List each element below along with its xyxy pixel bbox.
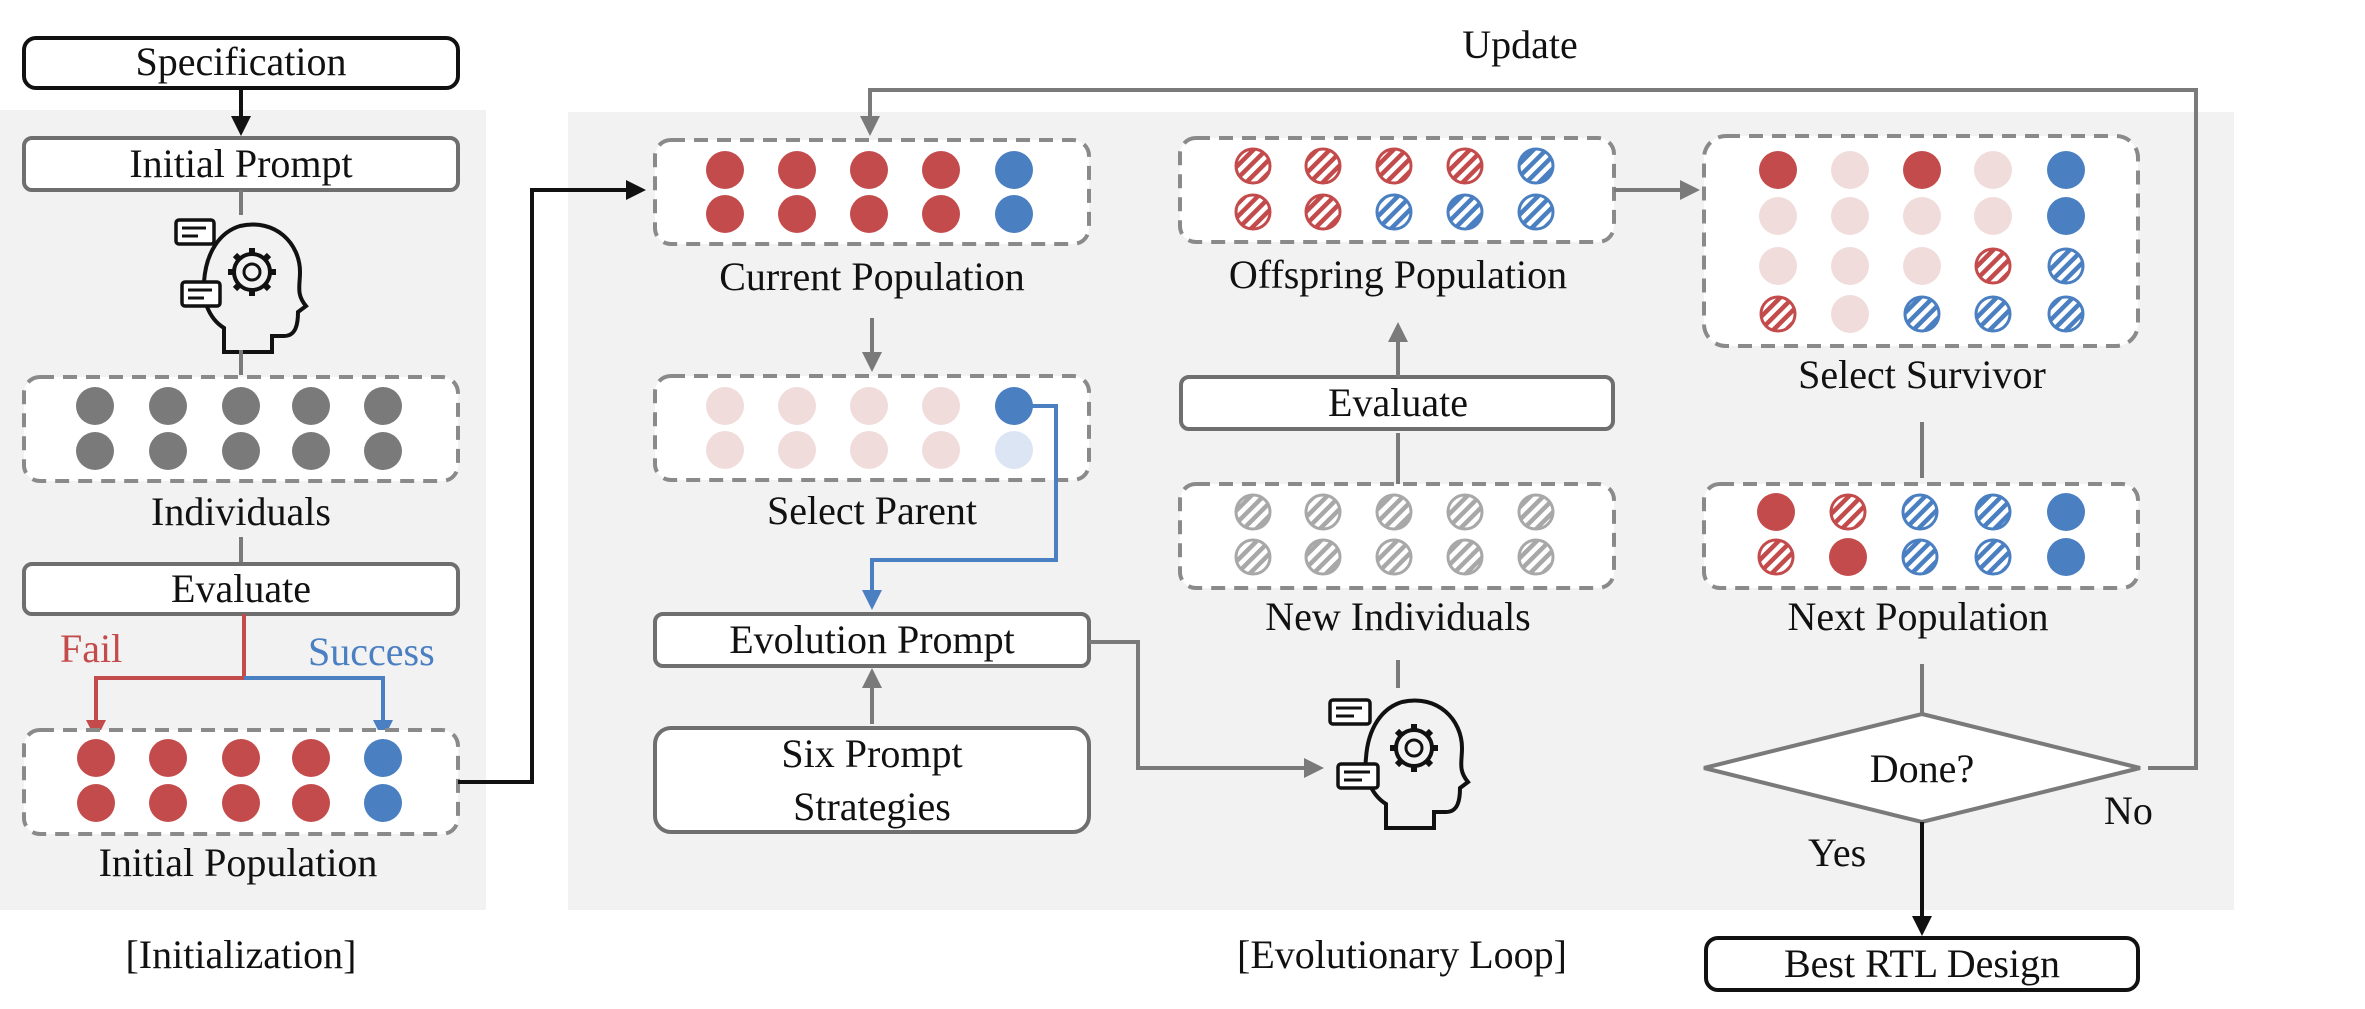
next-population-dots xyxy=(1757,493,2085,576)
no-label: No xyxy=(2104,788,2153,833)
evaluate-init-label: Evaluate xyxy=(171,566,311,611)
yes-label: Yes xyxy=(1808,830,1866,875)
offspring-population-dots xyxy=(1234,147,1555,231)
evaluate-init-box xyxy=(22,562,460,616)
evolution-prompt-label: Evolution Prompt xyxy=(729,617,1015,662)
success-label: Success xyxy=(308,629,435,674)
fail-arrow xyxy=(86,614,246,740)
new-individuals-box xyxy=(1178,482,1616,590)
initial-population-label: Initial Population xyxy=(99,840,378,885)
init-to-current-arrow xyxy=(458,180,646,784)
evaluate-loop-label: Evaluate xyxy=(1328,380,1468,425)
select-parent-label: Select Parent xyxy=(767,488,977,533)
specification-label: Specification xyxy=(135,39,346,84)
llm-head-icon xyxy=(174,218,309,354)
six-prompt-strategies-box xyxy=(653,726,1091,834)
best-rtl-design-box xyxy=(1704,936,2140,992)
individual-dot xyxy=(364,432,402,470)
current-population-dots xyxy=(706,151,1033,233)
individuals-label: Individuals xyxy=(151,489,331,534)
update-label: Update xyxy=(1462,22,1578,67)
select-survivor-box xyxy=(1702,134,2140,348)
initial-population-dots xyxy=(77,739,402,822)
success-arrow xyxy=(244,676,393,740)
offspring-population-label: Offspring Population xyxy=(1229,252,1567,297)
individual-dot xyxy=(149,387,187,425)
select-survivor-dots xyxy=(1759,151,2085,333)
individuals-dots xyxy=(76,387,402,470)
current-population-box xyxy=(653,138,1091,246)
six-prompt-strategies-line1: Six Prompt xyxy=(781,731,962,776)
individual-dot xyxy=(222,432,260,470)
select-survivor-label: Select Survivor xyxy=(1798,352,2046,397)
prompt-to-llm-arrow xyxy=(1089,640,1324,778)
individual-dot xyxy=(364,387,402,425)
six-prompt-strategies-line2: Strategies xyxy=(793,784,951,829)
individual-dot xyxy=(149,432,187,470)
current-population-label: Current Population xyxy=(719,254,1025,299)
new-individuals-label: New Individuals xyxy=(1265,594,1531,639)
update-loop-arrow xyxy=(860,88,2198,770)
fail-label: Fail xyxy=(60,626,122,671)
individuals-box xyxy=(22,375,460,483)
individual-dot xyxy=(292,387,330,425)
select-parent-box xyxy=(653,374,1091,482)
individual-dot xyxy=(292,432,330,470)
individual-dot xyxy=(76,387,114,425)
best-rtl-design-label: Best RTL Design xyxy=(1784,941,2060,986)
llm-head-icon xyxy=(1328,698,1471,830)
initialization-label: [Initialization] xyxy=(125,932,356,977)
individual-dot xyxy=(76,432,114,470)
individual-dot xyxy=(222,387,260,425)
done-label: Done? xyxy=(1870,746,1974,791)
next-population-label: Next Population xyxy=(1787,594,2048,639)
evolutionary-loop-label: [Evolutionary Loop] xyxy=(1237,932,1567,977)
parent-to-prompt-arrow xyxy=(862,404,1058,610)
next-population-box xyxy=(1702,482,2140,590)
initial-prompt-label: Initial Prompt xyxy=(129,141,352,186)
new-individuals-dots xyxy=(1234,493,1555,576)
